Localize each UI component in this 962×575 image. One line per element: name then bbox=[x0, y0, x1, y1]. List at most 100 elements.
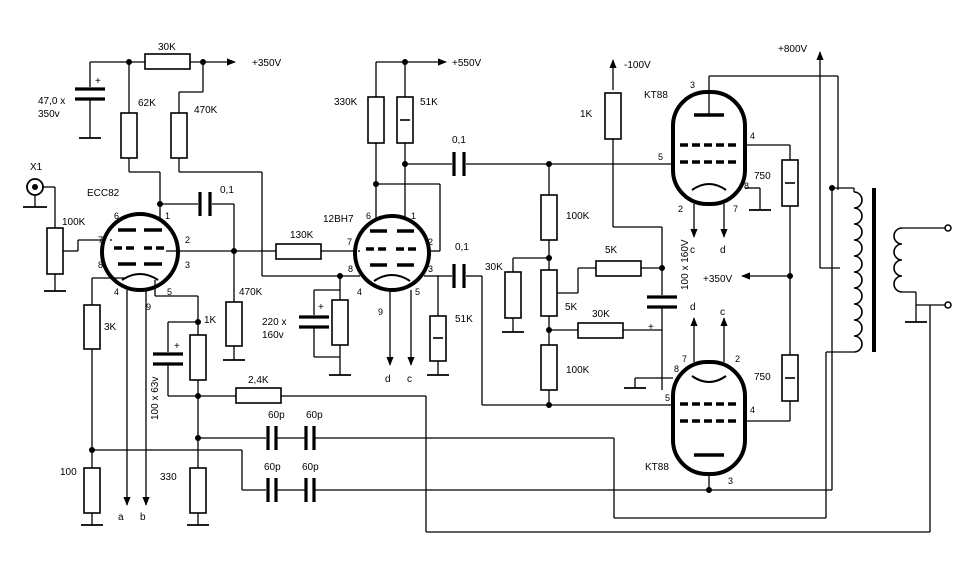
pin: 8 bbox=[674, 364, 679, 374]
heater-d1: d bbox=[385, 374, 391, 385]
tube-kt88-bottom: KT88 7 2 8 5 4 3 bbox=[645, 354, 755, 486]
plus-mark: + bbox=[318, 302, 324, 313]
r470k-b bbox=[225, 301, 243, 347]
r330k bbox=[367, 96, 385, 144]
pin: 6 bbox=[366, 211, 371, 221]
pin: 1 bbox=[165, 211, 170, 221]
r100k-a-label: 100K bbox=[566, 211, 590, 222]
pot-label: 100K bbox=[62, 217, 86, 228]
c60p-2: 60p bbox=[306, 410, 323, 421]
pin: 2 bbox=[735, 354, 740, 364]
heater-c3: c bbox=[720, 307, 725, 318]
pin: 4 bbox=[114, 287, 119, 297]
pin: 2 bbox=[428, 237, 433, 247]
tube-kt88-bottom-label: KT88 bbox=[645, 462, 669, 473]
pin: 5 bbox=[658, 152, 663, 162]
supply-minus100: -100V bbox=[624, 60, 651, 71]
r2-4k-label: 2,4K bbox=[248, 375, 269, 386]
r100-label: 100 bbox=[60, 467, 77, 478]
heater-a: a bbox=[118, 512, 124, 523]
pin: 1 bbox=[411, 211, 416, 221]
pin: 4 bbox=[750, 405, 755, 415]
r100k-b-label: 100K bbox=[566, 365, 590, 376]
supply-350-top: +350V bbox=[252, 58, 282, 69]
pin: 3 bbox=[728, 476, 733, 486]
r100k-a bbox=[540, 194, 558, 241]
volume-pot bbox=[46, 227, 64, 275]
connector-label: X1 bbox=[30, 162, 43, 173]
tube-kt88-top-label: KT88 bbox=[644, 90, 668, 101]
c220-voltage: 160v bbox=[262, 330, 284, 341]
pin: 5 bbox=[665, 393, 670, 403]
r1k-cathode bbox=[189, 334, 207, 381]
pin: 3 bbox=[185, 260, 190, 270]
supply-800: +800V bbox=[778, 44, 808, 55]
c60p-1: 60p bbox=[268, 410, 285, 421]
r470k-a-label: 470K bbox=[194, 105, 218, 116]
pin: 9 bbox=[146, 302, 151, 312]
tube-kt88-top: KT88 3 4 5 8 2 7 bbox=[644, 80, 755, 214]
r62k-label: 62K bbox=[138, 98, 156, 109]
heater-b: b bbox=[140, 512, 146, 523]
output-stage: KT88 3 4 5 8 2 7 +800V 750 +350V c d bbox=[624, 44, 840, 493]
c01-b-label: 0,1 bbox=[452, 135, 466, 146]
input-stage: X1 100K + 47,0 x 350v 30K +350V 62K bbox=[23, 42, 931, 533]
r5k-a-label: 5K bbox=[605, 245, 618, 256]
tube-ecc82: ECC82 6 1 7 2 8 3 4 5 9 bbox=[87, 172, 190, 312]
r100 bbox=[83, 467, 101, 514]
c100-63-label: 100 x 63v bbox=[150, 377, 161, 420]
pin: 8 bbox=[348, 264, 353, 274]
r1k-bias bbox=[604, 92, 622, 140]
supply-550: +550V bbox=[452, 58, 482, 69]
r30k-top bbox=[144, 53, 191, 70]
c01-c-label: 0,1 bbox=[455, 242, 469, 253]
r30k-mid-label: 30K bbox=[485, 262, 503, 273]
output-terminal bbox=[944, 301, 952, 309]
r470k-b-label: 470K bbox=[239, 287, 263, 298]
tube-12bh7: 12BH7 6 1 7 2 8 3 4 5 9 bbox=[323, 211, 433, 317]
r130k-label: 130K bbox=[290, 230, 314, 241]
pin: 3 bbox=[690, 80, 695, 90]
r3k-label: 3K bbox=[104, 322, 117, 333]
c100-160-label: 100 x 160V bbox=[680, 239, 691, 290]
r30k-low bbox=[577, 322, 624, 339]
c60p-3: 60p bbox=[264, 462, 281, 473]
heater-c1: c bbox=[407, 374, 412, 385]
pin: 7 bbox=[347, 237, 352, 247]
pin: 8 bbox=[744, 181, 749, 191]
pin: 3 bbox=[428, 264, 433, 274]
r5k-a bbox=[595, 260, 642, 277]
tube-ecc82-label: ECC82 bbox=[87, 188, 120, 199]
supply-350-mid: +350V bbox=[703, 274, 733, 285]
plus-mark: + bbox=[648, 322, 654, 333]
output-terminal bbox=[944, 224, 952, 232]
bias-network: -100V 1K + 100 x 160V 100K 30K 5K 5K bbox=[485, 59, 691, 408]
r130k bbox=[275, 243, 322, 260]
c47-voltage: 350v bbox=[38, 109, 60, 120]
r1k-cathode-label: 1K bbox=[204, 315, 217, 326]
r750-a-label: 750 bbox=[754, 171, 771, 182]
pin: 9 bbox=[378, 307, 383, 317]
pin: 7 bbox=[682, 354, 687, 364]
c47-label: 47,0 x bbox=[38, 96, 65, 107]
output-transformer bbox=[825, 185, 952, 518]
r30k-top-label: 30K bbox=[158, 42, 176, 53]
r330k-label: 330K bbox=[334, 97, 358, 108]
c220-label: 220 x bbox=[262, 317, 286, 328]
r62k bbox=[120, 112, 138, 159]
heater-d3: d bbox=[690, 302, 696, 313]
r5k-pot bbox=[540, 269, 558, 317]
pin: 2 bbox=[678, 204, 683, 214]
pin: 7 bbox=[733, 204, 738, 214]
plus-mark: + bbox=[95, 76, 101, 87]
pin: 7 bbox=[98, 235, 103, 245]
r30k-low-label: 30K bbox=[592, 309, 610, 320]
r1k-bias-label: 1K bbox=[580, 109, 593, 120]
r2-4k bbox=[235, 387, 282, 404]
r330-label: 330 bbox=[160, 472, 177, 483]
heater-c2: c bbox=[690, 245, 695, 256]
tube-12bh7-label: 12BH7 bbox=[323, 214, 354, 225]
driver-stage: 130K +550V 330K 51K 12BH7 6 bbox=[261, 58, 675, 406]
r5k-b-label: 5K bbox=[565, 302, 578, 313]
pin: 5 bbox=[167, 287, 172, 297]
